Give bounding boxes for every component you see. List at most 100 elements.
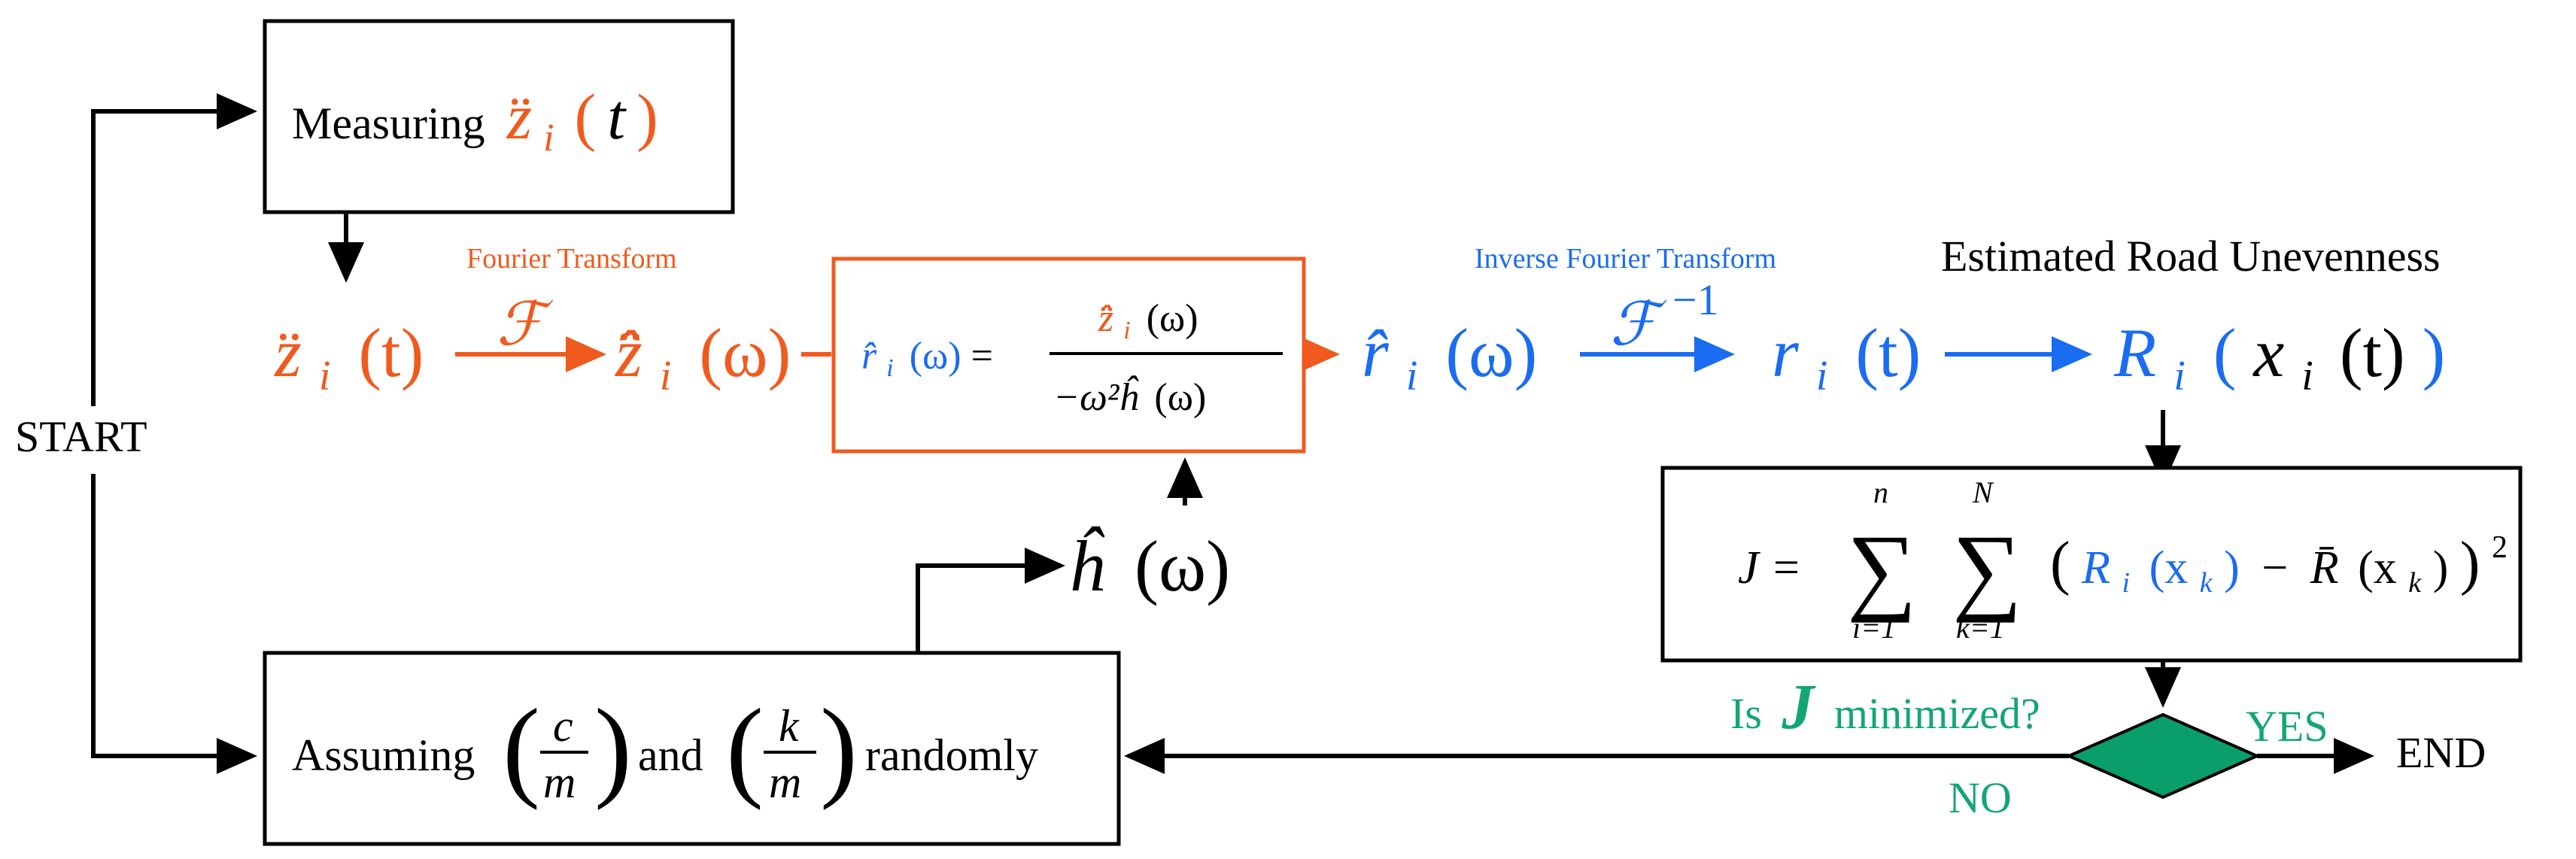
connector-start-to-measuring	[91, 93, 257, 406]
formula-num-symbol: z̈̂	[1098, 297, 1113, 340]
black-connectors	[91, 93, 2374, 774]
measuring-text: Measuring z̈ i ( t )	[292, 80, 658, 160]
inverse-fourier-exponent: −1	[1672, 275, 1719, 324]
objective-term: ( R i (x k ) − R̄ (x k ) ) 2	[2050, 530, 2508, 603]
signal-r-w-arg: (ω)	[1445, 314, 1537, 391]
estimated-close: )	[2423, 314, 2446, 391]
decision-yes-label: YES	[2246, 702, 2328, 751]
formula-lhs-subscript: i	[886, 354, 893, 382]
signal-z-t-subscript: i	[319, 353, 331, 399]
h-hat: ĥ (ω)	[1068, 526, 1230, 606]
signal-r-t-arg: (t)	[1855, 314, 1921, 391]
h-hat-arg: (ω)	[1135, 526, 1230, 606]
objective-term-rbar: R̄	[2310, 542, 2339, 593]
inverse-fourier-symbol: ℱ	[1610, 292, 1667, 358]
objective-sum2-bottom: k=1	[1956, 611, 2005, 645]
decision-question: Is J minimized?	[1730, 670, 2040, 742]
connector-assuming-to-h	[916, 548, 1065, 653]
signal-z-t-symbol: z̈	[273, 314, 302, 391]
inverse-fourier-caption: Inverse Fourier Transform	[1475, 243, 1776, 275]
objective-term-open: (	[2050, 530, 2070, 596]
objective-lhs: J =	[1738, 542, 1802, 593]
end-label: END	[2396, 728, 2486, 777]
assuming-frac1-paren-open: (	[503, 686, 540, 811]
assuming-frac2-den: m	[769, 757, 801, 807]
estimated-caption: Estimated Road Unevenness	[1941, 232, 2441, 281]
formula-denominator: −ω²ĥ (ω)	[1053, 375, 1206, 419]
objective-term-r-arg-subscript: k	[2200, 567, 2213, 599]
estimated-inner: x	[2252, 314, 2284, 391]
assuming-frac1-den: m	[543, 757, 576, 807]
formula-lhs-symbol: r̂	[861, 335, 877, 378]
signal-r-t: r i (t)	[1772, 314, 1921, 405]
objective-term-r: R	[2081, 542, 2110, 593]
formula-den-arg: (ω)	[1154, 376, 1206, 419]
inverse-fourier-operator: ℱ −1	[1610, 275, 1719, 358]
formula-lhs: r̂ i (ω) =	[861, 335, 993, 385]
objective-sum1-bottom: i=1	[1852, 611, 1896, 645]
signal-r-w: r̂ i (ω)	[1362, 314, 1537, 405]
signal-r-w-subscript: i	[1406, 353, 1418, 399]
assuming-frac2-num: k	[779, 701, 800, 751]
estimated-symbol: R	[2113, 314, 2156, 391]
estimated-inner-subscript: i	[2301, 353, 2313, 399]
signal-r-w-symbol: r̂	[1362, 314, 1390, 391]
signal-z-w-symbol: z̈̂	[614, 314, 642, 391]
signal-z-t: z̈ i (t)	[273, 314, 424, 405]
assuming-frac1-num: c	[553, 701, 573, 751]
objective-term-r-subscript: i	[2122, 567, 2131, 599]
assuming-text-middle: and	[638, 730, 703, 780]
measuring-box	[263, 19, 735, 214]
assuming-text-after: randomly	[865, 730, 1038, 780]
signal-r-t-subscript: i	[1816, 353, 1828, 399]
objective-term-r-arg: (x	[2149, 542, 2189, 593]
formula-equals: =	[971, 335, 993, 378]
formula-numerator: z̈̂ i (ω)	[1098, 297, 1198, 348]
assuming-frac2-paren-open: (	[726, 686, 764, 811]
decision-question-symbol: J	[1781, 670, 1816, 742]
objective-box	[1660, 466, 2523, 663]
formula-num-arg: (ω)	[1147, 297, 1198, 340]
objective-term-rbar-arg-subscript: k	[2408, 567, 2422, 599]
formula-den-symbol: −ω²ĥ	[1053, 375, 1139, 419]
objective-term-rbar-arg-close: )	[2433, 542, 2449, 593]
objective-sum1-top: n	[1873, 475, 1888, 509]
estimated-expression: R i ( x i (t) )	[2113, 314, 2445, 405]
fourier-operator: ℱ	[497, 292, 554, 358]
decision-diamond	[2065, 712, 2261, 800]
measuring-label: Measuring	[292, 99, 485, 148]
objective-sum2-top: N	[1972, 475, 1994, 509]
decision-question-before: Is	[1730, 689, 1762, 738]
objective-term-rbar-arg: (x	[2358, 542, 2397, 593]
objective-term-r-arg-close: )	[2224, 542, 2240, 593]
decision-question-after: minimized?	[1834, 689, 2040, 738]
h-hat-symbol: ĥ	[1068, 526, 1105, 606]
signal-z-w-arg: (ω)	[699, 314, 791, 391]
measuring-arg-close: )	[636, 80, 658, 153]
estimated-open: (	[2213, 314, 2237, 391]
assuming-text-before: Assuming	[292, 730, 475, 780]
signal-r-t-symbol: r	[1772, 314, 1800, 391]
decision-no-label: NO	[1949, 773, 2012, 822]
formula-lhs-arg: (ω)	[910, 335, 961, 378]
estimated-inner-arg: (t)	[2340, 314, 2405, 391]
objective-minus: −	[2262, 542, 2288, 593]
assuming-frac2-paren-close: )	[820, 686, 858, 811]
connector-start-to-assuming	[91, 474, 257, 774]
signal-z-t-arg: (t)	[358, 314, 424, 391]
objective-sum2-sigma: ∑	[1952, 515, 2022, 624]
objective-power: 2	[2492, 530, 2508, 565]
objective-term-close: )	[2460, 530, 2480, 596]
measuring-subscript: i	[543, 117, 554, 159]
estimated-subscript: i	[2174, 353, 2186, 399]
fourier-caption: Fourier Transform	[466, 243, 677, 275]
formula-num-subscript: i	[1123, 317, 1130, 345]
measuring-arg-open: (	[575, 80, 597, 153]
signal-z-w: z̈̂ i (ω)	[614, 314, 791, 405]
measuring-arg: t	[607, 80, 627, 153]
assuming-frac1-paren-close: )	[594, 686, 632, 811]
objective-sum1-sigma: ∑	[1847, 515, 1917, 624]
measuring-symbol: z̈	[506, 80, 532, 153]
start-label: START	[15, 412, 147, 461]
